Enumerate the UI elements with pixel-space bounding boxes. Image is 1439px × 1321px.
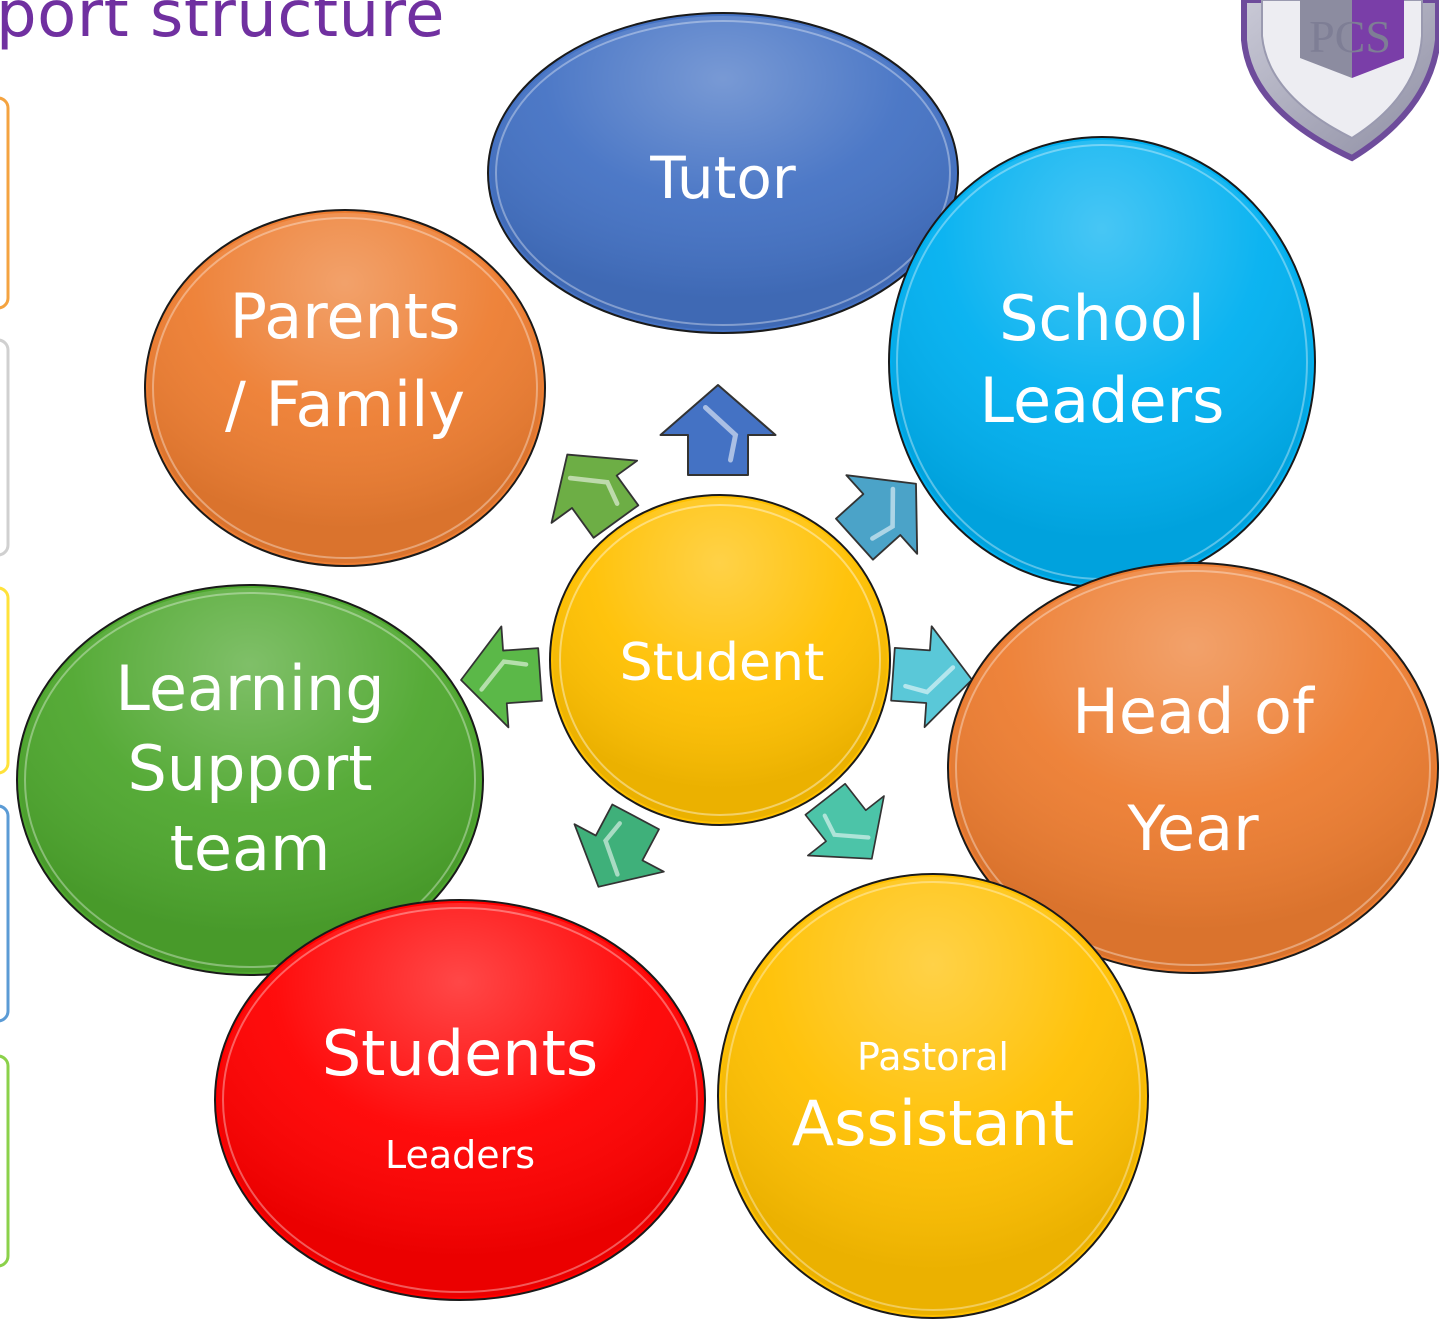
node-label-students-leaders-1: Students bbox=[322, 1017, 598, 1090]
arrow-7 bbox=[550, 453, 640, 539]
logo-text: PCS bbox=[1309, 11, 1391, 62]
node-student-center: Student bbox=[549, 494, 891, 826]
side-tab-4 bbox=[0, 804, 10, 1023]
node-label-tutor-1: Tutor bbox=[649, 144, 796, 212]
node-sublabel-pastoral-assistant: Pastoral bbox=[857, 1035, 1009, 1079]
node-label-head-of-year-1: Head of bbox=[1072, 675, 1316, 748]
node-head-of-year: Head of Year bbox=[947, 562, 1439, 974]
node-label-parents-family-1: Parents bbox=[230, 280, 461, 353]
node-pastoral-assistant: Assistant Pastoral bbox=[717, 873, 1149, 1319]
node-label-school-leaders-2: Leaders bbox=[980, 364, 1225, 437]
arrow-5 bbox=[573, 803, 665, 888]
side-tab-strip bbox=[0, 96, 10, 1268]
arrows-group bbox=[460, 384, 973, 888]
arrow-3 bbox=[890, 625, 973, 729]
node-sublabel-students-leaders: Leaders bbox=[385, 1133, 535, 1177]
side-tab-3 bbox=[0, 586, 10, 775]
page-title: port structure bbox=[0, 0, 445, 52]
node-label-pastoral-assistant-1: Assistant bbox=[792, 1087, 1074, 1160]
node-label-parents-family-2: / Family bbox=[225, 368, 465, 441]
node-label-head-of-year-2: Year bbox=[1126, 792, 1259, 865]
node-label-learning-support-team-2: Support bbox=[127, 732, 372, 805]
side-tab-2 bbox=[0, 338, 10, 557]
node-label-learning-support-team-1: Learning bbox=[115, 652, 384, 725]
node-tutor: Tutor bbox=[487, 12, 959, 334]
nodes-group: Parents/ FamilyTutorSchoolLeadersLearnin… bbox=[16, 12, 1439, 1319]
node-label-school-leaders-1: School bbox=[999, 282, 1205, 355]
arrow-2 bbox=[835, 474, 919, 561]
school-crest-logo: PCS bbox=[1241, 0, 1439, 162]
side-tab-5 bbox=[0, 1054, 10, 1268]
node-parents-family: Parents / Family bbox=[144, 209, 546, 567]
node-label-learning-support-team-3: team bbox=[170, 812, 331, 885]
arrow-6 bbox=[460, 625, 543, 729]
side-tab-1 bbox=[0, 96, 10, 310]
node-label-student: Student bbox=[620, 633, 825, 693]
arrow-4 bbox=[804, 782, 885, 860]
arrow-1 bbox=[659, 384, 777, 476]
